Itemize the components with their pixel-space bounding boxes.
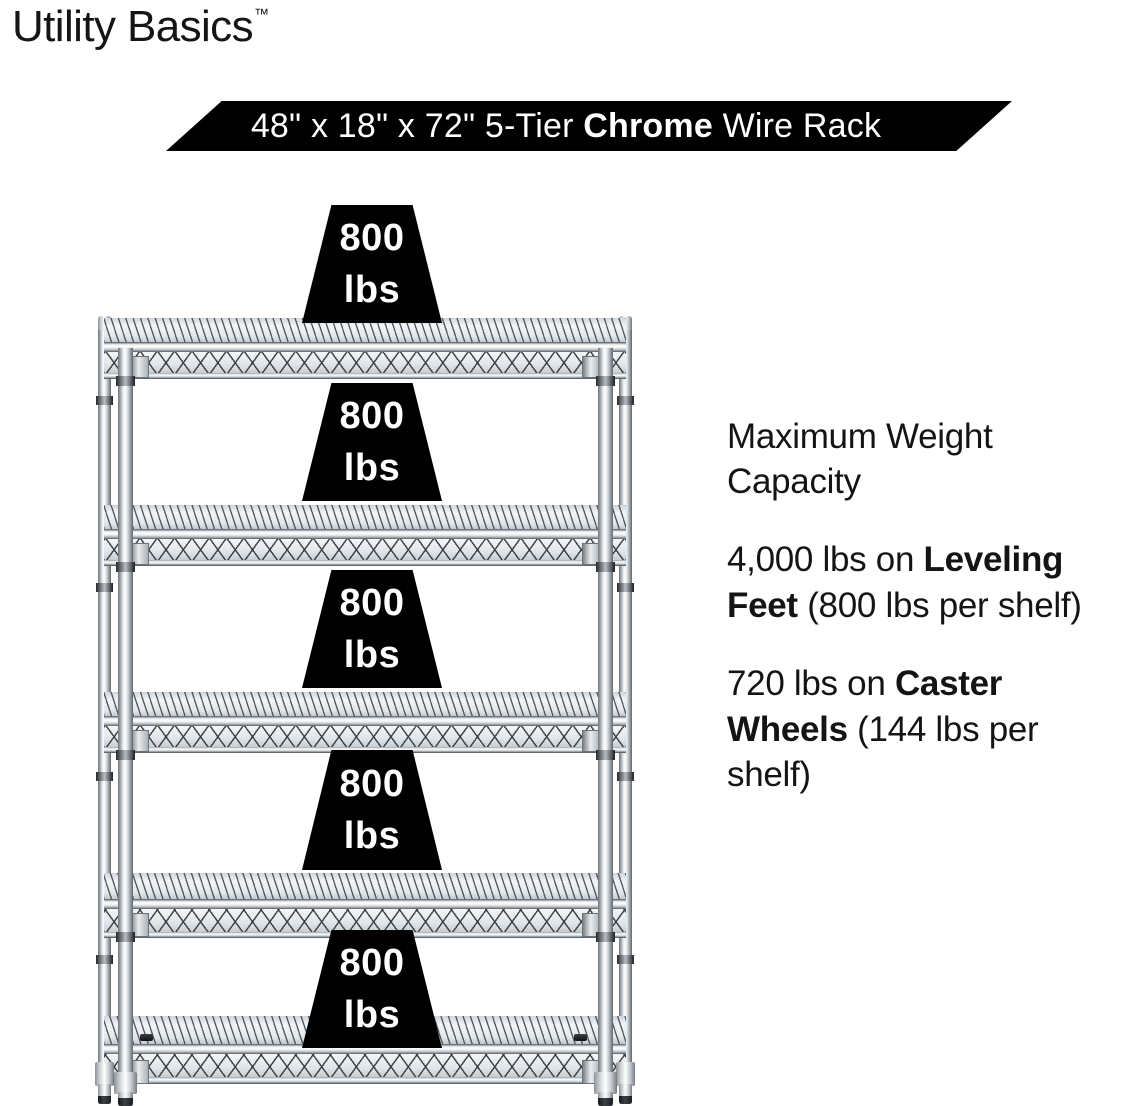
rack-collar-rear-right-4 [617,955,634,964]
leveling-foot-front-right [594,1072,617,1094]
shelf-2-deck [104,505,626,531]
shelf-3-deck [104,692,626,718]
shelf-5-clip-right [574,1034,587,1041]
load-callout-1-value: 800 [339,217,405,259]
load-callout-1-unit: lbs [343,269,401,311]
shelf-1-truss [104,352,626,374]
leveling-foot-front-right-tip [598,1098,613,1106]
leveling-lead: 4,000 lbs on [727,540,924,580]
shelf-2-rail [104,529,626,539]
caster-emphasis: Caster Wheels [727,664,1003,749]
load-callout-3-value: 800 [339,582,405,624]
rack-collar-front-right-4 [596,932,615,942]
rack-post-front-right [598,348,613,1090]
leveling-tail: (800 lbs per shelf) [797,585,1082,625]
banner-suffix: Wire Rack [712,106,882,145]
rack-collar-rear-left-3 [96,772,113,781]
shelf-3-rail [104,716,626,726]
rack-shelf-1 [104,318,626,384]
caster-lead: 720 lbs on [727,664,895,704]
rack-collar-front-left-3 [116,750,135,760]
leveling-foot-rear-right-tip [619,1096,632,1104]
load-callout-3-unit: lbs [343,634,401,676]
brand-logo: Utility Basics™ [12,2,269,51]
banner-emphasis: Chrome [583,106,713,145]
shelf-1-rail [104,342,626,352]
shelf-4-deck [104,873,626,901]
leveling-foot-rear-right [616,1062,635,1086]
rack-collar-front-right-2 [596,562,615,572]
load-callout-5-unit: lbs [343,994,401,1036]
shelf-5-truss [104,1054,626,1078]
rack-collar-front-left-2 [116,562,135,572]
rack-shelf-3 [104,692,626,758]
leveling-emphasis: Leveling Feet [727,540,1064,625]
rack-collar-front-left-1 [116,376,135,386]
rack-collar-rear-left-2 [96,583,113,592]
shelf-1-lip [104,373,626,379]
rack-collar-rear-left-4 [96,955,113,964]
shelf-2-truss [104,539,626,561]
caster-tail: (144 lbs per shelf) [727,709,1039,795]
rack-post-front-left [118,348,133,1090]
trademark-symbol: ™ [253,6,269,24]
wire-rack-illustration [82,300,662,1106]
shelf-4-rail [104,899,626,909]
capacity-caster-wheels-paragraph: 720 lbs on Caster Wheels (144 lbs per sh… [727,661,1126,798]
shelf-3-truss [104,726,626,748]
capacity-info-block: Maximum Weight Capacity 4,000 lbs on Lev… [727,414,1126,798]
headline-banner-text: 48" x 18" x 72" 5-Tier Chrome Wire Rack [251,107,881,146]
rack-collar-front-right-3 [596,750,615,760]
shelf-4-truss [104,909,626,933]
leveling-foot-rear-left-tip [98,1096,111,1104]
shelf-2-lip [104,560,626,566]
shelf-5-lip [104,1077,626,1084]
shelf-5-clip-left [140,1034,153,1041]
banner-prefix: 48" x 18" x 72" 5-Tier [250,106,584,145]
brand-name: Utility Basics [12,2,254,51]
capacity-heading: Maximum Weight Capacity [727,417,993,502]
leveling-foot-front-left [114,1072,137,1094]
rack-collar-rear-right-2 [617,583,634,592]
rack-collar-rear-right-1 [617,396,634,405]
capacity-leveling-feet-paragraph: 4,000 lbs on Leveling Feet (800 lbs per … [727,537,1126,628]
load-callout-4-unit: lbs [343,815,401,857]
rack-collar-rear-left-1 [96,396,113,405]
load-callout-4-value: 800 [339,763,405,805]
load-callout-shelf-1: 800 lbs [302,205,442,323]
load-callout-2-value: 800 [339,395,405,437]
leveling-foot-rear-left [95,1062,114,1086]
load-callout-5-value: 800 [339,942,405,984]
rack-collar-rear-right-3 [617,772,634,781]
rack-shelf-2 [104,505,626,571]
rack-collar-front-left-4 [116,932,135,942]
load-callout-2-unit: lbs [343,447,401,489]
headline-banner: 48" x 18" x 72" 5-Tier Chrome Wire Rack [166,101,1012,151]
rack-collar-front-right-1 [596,376,615,386]
leveling-foot-front-left-tip [118,1098,133,1106]
